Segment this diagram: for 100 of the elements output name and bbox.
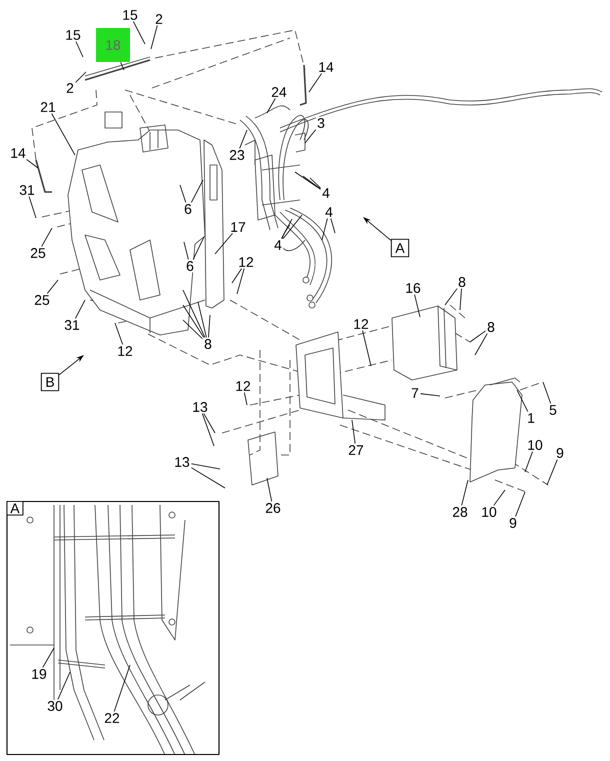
leader-line (524, 451, 533, 472)
callout-number: 9 (508, 516, 518, 530)
callout-number: 25 (28, 246, 48, 260)
callout-number: 16 (404, 282, 422, 294)
leader-line (266, 478, 272, 502)
leader-line (266, 98, 276, 114)
callout-number: 17 (228, 220, 248, 234)
callout-number: 21 (38, 100, 58, 114)
leader-line (304, 129, 316, 144)
callout-number: 8 (486, 320, 496, 334)
leader-line (75, 72, 86, 83)
leader-line (42, 648, 54, 668)
callout-number: 4 (324, 206, 334, 218)
leader-line (190, 463, 220, 470)
callout-number: 8 (202, 338, 214, 350)
leader-line (493, 490, 506, 506)
callout-number: 8 (456, 276, 468, 288)
leader-line (190, 467, 226, 488)
leader-line (330, 218, 336, 234)
callout-number: 2 (154, 12, 164, 26)
callout-number: 3 (316, 116, 326, 130)
leader-line (282, 214, 302, 239)
callout-number: 7 (410, 386, 420, 400)
leader-line (474, 333, 488, 356)
callout-number: 10 (480, 506, 498, 518)
leader-line (420, 393, 440, 396)
leader-line (470, 330, 486, 342)
leader-line (26, 159, 38, 168)
callout-number: 12 (116, 344, 134, 358)
leader-line (352, 420, 356, 444)
callout-number: 28 (450, 506, 470, 518)
callout-number: 14 (316, 60, 336, 74)
leader-line (150, 25, 158, 50)
callout-number: 13 (190, 400, 210, 414)
callout-number: 14 (8, 146, 28, 160)
leader-line (182, 320, 203, 340)
leader-line (202, 413, 214, 446)
leader-line (362, 330, 372, 366)
leader-line (120, 62, 124, 70)
callout-number: 5 (548, 404, 558, 416)
leader-line (294, 172, 321, 190)
callout-number: 15 (120, 8, 140, 22)
callout-number: 26 (264, 502, 282, 514)
leader-line (460, 288, 462, 310)
leader-line (28, 196, 36, 218)
leader-line (516, 390, 528, 412)
leader-line (236, 268, 245, 294)
leader-line (214, 233, 233, 254)
leader-line (184, 242, 189, 260)
callout-number: 6 (182, 202, 194, 216)
leader-line (239, 130, 248, 149)
callout-number: 12 (352, 318, 370, 330)
leader-line (58, 672, 70, 700)
leader-line (76, 41, 84, 58)
leader-line (208, 314, 210, 338)
leader-line (75, 300, 86, 319)
leader-line (114, 664, 130, 712)
leader-line (182, 290, 206, 338)
callout-number: 4 (272, 238, 284, 252)
leader-line (461, 480, 468, 506)
leader-line (132, 21, 146, 44)
leader-line (232, 268, 242, 284)
leader-line (308, 73, 322, 92)
callout-number: 1 (526, 412, 536, 424)
callout-number: 23 (228, 148, 246, 162)
view-letter: A (6, 500, 24, 516)
callout-number: 27 (346, 444, 366, 456)
callout-number: 25 (32, 294, 52, 306)
leader-line (192, 236, 204, 260)
callout-number: 13 (172, 456, 192, 468)
callout-number: 31 (62, 318, 82, 332)
callout-number: 15 (64, 28, 82, 42)
callout-number: 12 (236, 256, 256, 268)
callout-number: 9 (554, 446, 566, 460)
leader-line (114, 322, 124, 345)
leader-line (546, 459, 558, 486)
callout-number: 22 (102, 712, 122, 724)
leader-line (322, 218, 328, 240)
leader-line (51, 113, 76, 156)
leader-line (198, 302, 207, 338)
callout-number: 4 (320, 186, 332, 200)
callout-number: 2 (64, 82, 76, 94)
leader-line (302, 176, 321, 190)
leader-line (281, 218, 292, 239)
leader-line (444, 288, 458, 306)
leader-line (41, 228, 52, 247)
leader-line (414, 294, 420, 318)
leader-line (515, 492, 526, 517)
leader-line (203, 413, 216, 434)
callout-number: 19 (30, 668, 48, 680)
callout-number: 12 (234, 380, 252, 392)
leader-line (244, 392, 248, 406)
callout-number: 6 (184, 260, 196, 272)
callout-number: 10 (526, 438, 544, 452)
callout-number: 30 (46, 700, 64, 712)
view-letter: B (40, 372, 60, 392)
leader-line (182, 304, 204, 338)
leader-line (180, 184, 186, 203)
highlighted-callout: 18 (96, 28, 130, 62)
leader-line (46, 280, 58, 294)
